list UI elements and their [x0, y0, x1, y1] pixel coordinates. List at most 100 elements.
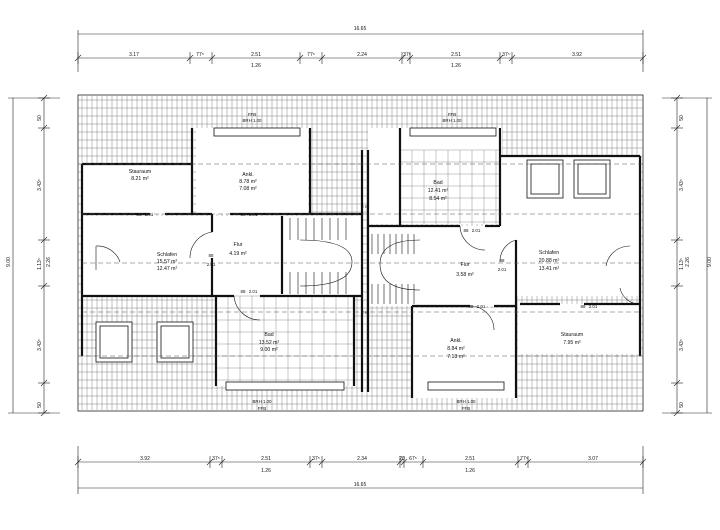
dim-right-seg: 1.13⁵ [679, 258, 685, 270]
staircase [281, 218, 421, 304]
dim-top-seg: 3.17 [129, 52, 139, 58]
dim-top-seg: 37⁵ [403, 52, 411, 58]
room-area: 7.13 m² [447, 354, 465, 360]
stair-curve [299, 239, 353, 287]
dim-left-seg: 3.43⁵ [37, 179, 43, 191]
room-area: 13.52 m² [259, 340, 280, 346]
room-area: 13.41 m² [539, 266, 560, 272]
dim-top-seg: 77⁵ [196, 52, 204, 58]
brh-label: BRH 1.00 [252, 399, 272, 404]
dim-bottom-seg: 2.34 [357, 456, 367, 462]
dim-top-seg: 3.92 [572, 52, 582, 58]
door-width-label: 88 [241, 289, 246, 294]
dim-left-seg: 50 [37, 402, 43, 408]
dim-top-seg: 77⁵ [307, 52, 315, 58]
dim-bottom-sub: 1.26 [465, 468, 475, 474]
room-name: Flur [461, 262, 470, 268]
room-area: 8.21 m² [131, 176, 149, 182]
room-area: 4.19 m² [229, 251, 247, 257]
room-name: Schlafen [539, 250, 559, 256]
room-area: 8.78 m² [239, 179, 257, 185]
room-area: 12.41 m² [428, 188, 449, 194]
dim-left-seg: 1.13⁵ [37, 258, 43, 270]
brh-label: BRH 1.00 [242, 118, 262, 123]
brh-label: BRH 1.00 [456, 399, 476, 404]
dim-top-sub: 1.26 [251, 63, 261, 69]
dim-bottom-sub: 1.26 [261, 468, 271, 474]
dim-right-seg: 50 [679, 402, 685, 408]
room-area: 20.88 m² [539, 258, 560, 264]
dim-left-seg: 50 [37, 115, 43, 121]
room-area: 8.84 m² [447, 346, 465, 352]
dim-top-seg: 2.24 [357, 52, 367, 58]
dimension-lines [8, 30, 712, 494]
room-area: 12.47 m² [157, 266, 178, 272]
ffb-label: FFB [258, 406, 266, 411]
room-area: 7.95 m² [563, 340, 581, 346]
dim-right-seg: 3.43⁵ [679, 179, 685, 191]
room-name: Bad [264, 332, 273, 338]
dim-bottom-seg: 67⁵ [409, 456, 417, 462]
ridge-lines [78, 163, 643, 357]
dim-left-mid: 2.26 [46, 257, 52, 267]
roof-outline [77, 94, 644, 412]
door-height-label: 2.01 [472, 228, 481, 233]
dim-left-seg: 3.43⁵ [37, 339, 43, 351]
door-height-label: 2.01 [249, 289, 258, 294]
ffb-label: FFB [462, 406, 470, 411]
dim-top-seg: 2.51 [451, 52, 461, 58]
room-area: 9.00 m² [260, 347, 278, 353]
dim-bottom-seg: 2.51 [261, 456, 271, 462]
door-height-label: 2.01 [498, 267, 507, 272]
room-area: 8.54 m² [429, 196, 447, 202]
dim-right-seg: 3.43⁵ [679, 339, 685, 351]
dim-bottom-seg: 3.92 [140, 456, 150, 462]
room-area: 15.57 m² [157, 259, 178, 265]
door-height-label: 2.01 [249, 212, 258, 217]
door-width-label: 88 [500, 258, 505, 263]
room-name: Stauraum [129, 169, 152, 175]
door-height-label: 2.01 [589, 304, 598, 309]
ffb-label: FFB [448, 112, 456, 117]
door-width-label: 88 [241, 212, 246, 217]
dim-bottom-seg: 2.51 [465, 456, 475, 462]
dim-right-seg: 50 [679, 115, 685, 121]
door-width-label: 88 [209, 253, 214, 258]
room-area: 3.58 m² [456, 272, 474, 278]
dim-bottom-seg: 77⁵ [520, 456, 528, 462]
dim-top-total: 16.65 [354, 26, 367, 32]
room-area: 7.08 m² [239, 186, 257, 192]
door-width-label: 88 [581, 304, 586, 309]
door-width-label: 88 [469, 304, 474, 309]
height-marker: 2 m [361, 204, 369, 209]
dim-bottom-seg: 37⁵ [312, 456, 320, 462]
windows [95, 127, 611, 391]
room-name: Bad [433, 180, 442, 186]
dim-right-total: 9.00 [707, 257, 713, 267]
door-height-label: 2.01 [207, 262, 216, 267]
room-name: Stauraum [561, 332, 584, 338]
dim-right-mid: 2.26 [685, 257, 691, 267]
room-name: Ankl. [450, 338, 462, 344]
dim-bottom-seg: 3.07 [588, 456, 598, 462]
room-name: Flur [234, 242, 243, 248]
door-width-label: 88 [137, 212, 142, 217]
door-height-label: 2.01 [145, 212, 154, 217]
dim-bottom-total: 16.65 [354, 482, 367, 488]
dimension-ticks [38, 52, 683, 468]
brh-label: BRH 1.00 [442, 118, 462, 123]
room-name: Ankl. [242, 172, 254, 178]
dim-bottom-seg: 20 [399, 456, 405, 462]
ffb-label: FFB [248, 112, 256, 117]
room-name: Schlafen [157, 252, 177, 258]
dim-top-sub: 1.26 [451, 63, 461, 69]
door-width-label: 88 [464, 228, 469, 233]
door-height-label: 2.01 [477, 304, 486, 309]
dim-top-seg: 2.51 [251, 52, 261, 58]
height-marker: 2 m [361, 310, 369, 315]
dim-top-seg: 37⁵ [502, 52, 510, 58]
dim-bottom-seg: 37⁵ [212, 456, 220, 462]
dim-left-total: 9.00 [6, 257, 12, 267]
stair-curve [379, 239, 421, 291]
